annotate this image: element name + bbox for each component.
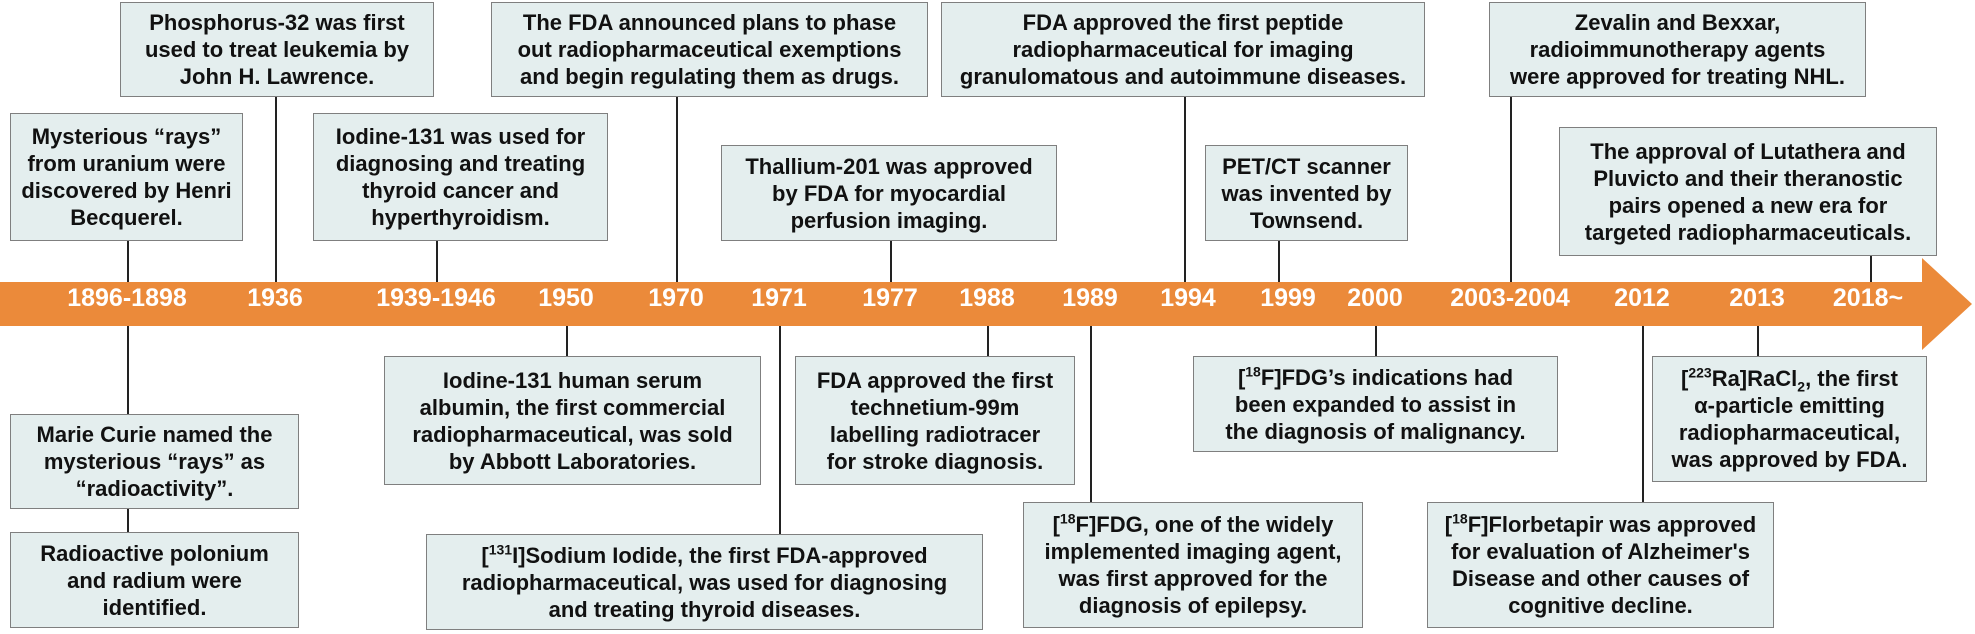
- connector-1994: [1184, 97, 1186, 282]
- event-text: [223Ra]RaCl2, the first α-particle emitt…: [1672, 365, 1908, 473]
- event-box-1896-polonium: Radioactive polonium and radium were ide…: [10, 532, 299, 628]
- connector-2012: [1642, 326, 1644, 502]
- event-text-part: Ra]RaCl: [1711, 366, 1798, 391]
- event-text: [131I]Sodium Iodide, the first FDA-appro…: [462, 542, 947, 623]
- event-text-part: , the first α-particle emitting radiopha…: [1671, 366, 1908, 472]
- connector-2018: [1870, 256, 1872, 282]
- isotope-superscript: 18: [1059, 510, 1076, 527]
- event-box-1988: FDA approved the first technetium-99m la…: [795, 356, 1075, 485]
- event-box-2003: Zevalin and Bexxar, radioimmunotherapy a…: [1489, 2, 1866, 97]
- connector-1970: [676, 97, 678, 282]
- connector-2013: [1757, 326, 1759, 356]
- event-text: FDA approved the first peptide radiophar…: [959, 10, 1407, 89]
- event-text: PET/CT scanner was invented by Townsend.: [1221, 153, 1392, 233]
- year-label: 1950: [538, 284, 594, 312]
- connector-1950: [566, 326, 568, 356]
- event-box-1994: FDA approved the first peptide radiophar…: [941, 2, 1425, 97]
- connector-1977: [890, 241, 892, 282]
- connector-2003: [1510, 97, 1512, 282]
- year-label: 2012: [1614, 284, 1670, 312]
- year-label: 1939-1946: [376, 284, 496, 312]
- isotope-superscript: 18: [1245, 363, 1261, 380]
- event-text-part: [: [1444, 512, 1453, 537]
- connector-1939: [436, 241, 438, 282]
- connector-1936: [275, 97, 277, 282]
- connector-1896-down: [127, 326, 129, 414]
- event-text: Phosphorus-32 was first used to treat le…: [144, 10, 410, 89]
- event-text: [18F]Florbetapir was approved for evalua…: [1445, 511, 1756, 619]
- isotope-superscript: 18: [1452, 510, 1468, 527]
- isotope-superscript: 131: [488, 541, 513, 558]
- event-box-1999: PET/CT scanner was invented by Townsend.: [1205, 145, 1408, 241]
- isotope-superscript: 223: [1688, 364, 1712, 381]
- year-label: 1994: [1160, 284, 1216, 312]
- event-box-1970: The FDA announced plans to phase out rad…: [491, 2, 928, 97]
- year-label: 2018~: [1832, 284, 1904, 312]
- event-text-part: [: [1681, 366, 1689, 391]
- event-box-2012: [18F]Florbetapir was approved for evalua…: [1427, 502, 1774, 628]
- year-label: 1936: [247, 284, 303, 312]
- event-text-part: [: [1052, 512, 1060, 537]
- year-label: 1970: [648, 284, 704, 312]
- event-box-1989: [18F]FDG, one of the widely implemented …: [1023, 502, 1363, 628]
- year-label: 1988: [959, 284, 1015, 312]
- event-text-part: F]Florbetapir was approved for evaluatio…: [1450, 512, 1757, 618]
- event-box-1936: Phosphorus-32 was first used to treat le…: [120, 2, 434, 97]
- event-text: The approval of Lutathera and Pluvicto a…: [1584, 138, 1912, 245]
- event-text: FDA approved the first technetium-99m la…: [816, 367, 1054, 474]
- event-text: Iodine-131 was used for diagnosing and t…: [335, 124, 586, 230]
- event-box-1977: Thallium-201 was approved by FDA for myo…: [721, 145, 1057, 241]
- event-box-2018: The approval of Lutathera and Pluvicto a…: [1559, 127, 1937, 256]
- event-box-1896-curie: Marie Curie named the mysterious “rays” …: [10, 414, 299, 509]
- formula-subscript: 2: [1797, 378, 1806, 395]
- connector-1989: [1090, 326, 1092, 502]
- event-text-part: F]FDG, one of the widely implemented ima…: [1044, 512, 1342, 618]
- event-text: The FDA announced plans to phase out rad…: [517, 10, 902, 89]
- event-box-1896-rays: Mysterious “rays” from uranium were disc…: [10, 113, 243, 241]
- event-box-1950: Iodine-131 human serum albumin, the firs…: [384, 356, 761, 485]
- event-box-2013: [223Ra]RaCl2, the first α-particle emitt…: [1652, 356, 1927, 482]
- year-label: 2013: [1729, 284, 1785, 312]
- event-text-part: F]FDG’s indications had been expanded to…: [1225, 364, 1526, 444]
- connector-2000: [1375, 326, 1377, 356]
- year-label: 1971: [751, 284, 807, 312]
- year-label: 1999: [1260, 284, 1316, 312]
- event-box-2000: [18F]FDG’s indications had been expanded…: [1193, 356, 1558, 452]
- event-text: Radioactive polonium and radium were ide…: [40, 540, 269, 620]
- connector-1896-up: [127, 241, 129, 282]
- event-text: Mysterious “rays” from uranium were disc…: [21, 124, 232, 230]
- event-text: Iodine-131 human serum albumin, the firs…: [412, 367, 733, 474]
- year-label: 2000: [1347, 284, 1403, 312]
- event-text-part: I]Sodium Iodide, the first FDA-approved …: [461, 542, 948, 622]
- event-box-1939: Iodine-131 was used for diagnosing and t…: [313, 113, 608, 241]
- event-text: Marie Curie named the mysterious “rays” …: [36, 422, 273, 501]
- year-label: 2003-2004: [1450, 284, 1570, 312]
- year-label: 1989: [1062, 284, 1118, 312]
- connector-1988: [987, 326, 989, 356]
- connector-1896-lower: [127, 509, 129, 532]
- event-text-part: [: [1237, 364, 1246, 390]
- event-text: [18F]FDG’s indications had been expanded…: [1225, 364, 1525, 445]
- event-text: Thallium-201 was approved by FDA for myo…: [745, 153, 1033, 233]
- event-box-1971: [131I]Sodium Iodide, the first FDA-appro…: [426, 534, 983, 630]
- year-label: 1896-1898: [67, 284, 187, 312]
- event-text: Zevalin and Bexxar, radioimmunotherapy a…: [1510, 10, 1845, 89]
- year-label: 1977: [862, 284, 918, 312]
- connector-1971: [779, 326, 781, 534]
- event-text-part: [: [481, 542, 489, 568]
- event-text: [18F]FDG, one of the widely implemented …: [1044, 511, 1341, 619]
- connector-1999: [1278, 241, 1280, 282]
